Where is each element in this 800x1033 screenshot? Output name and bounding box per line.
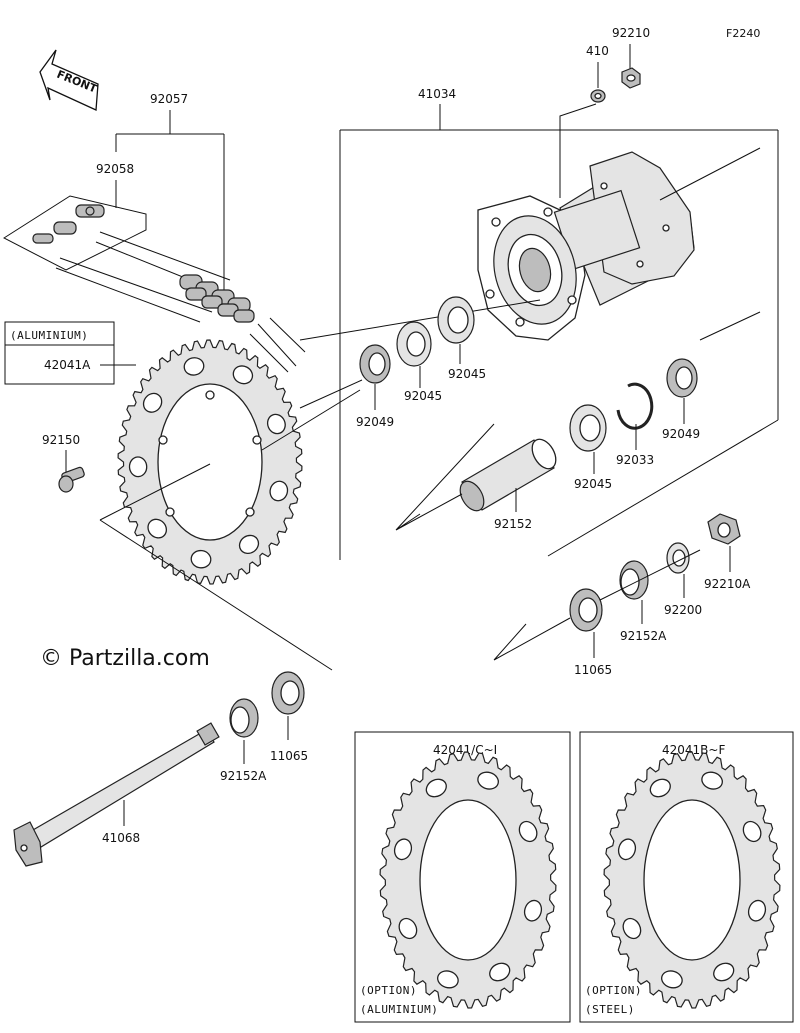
lightening-hole (622, 917, 642, 940)
rear-hub-41034 (477, 151, 695, 341)
lightening-hole (518, 820, 538, 843)
lightening-hole (190, 549, 212, 569)
part-label-92057: 92057 (150, 92, 188, 106)
lightening-hole (713, 962, 735, 982)
lightening-hole (398, 917, 418, 940)
lightening-hole (183, 357, 205, 376)
lightening-hole (437, 970, 459, 989)
front-arrow-icon: FRONT (39, 49, 99, 111)
lightening-hole (617, 838, 637, 861)
circlip-92033 (616, 382, 654, 430)
option-box-steel: 42041B~F (OPTION) (STEEL) (579, 731, 794, 1023)
lightening-hole (232, 365, 254, 385)
chain-link-parts (32, 204, 105, 244)
part-label-92210: 92210 (612, 26, 650, 40)
part-label-92058: 92058 (96, 162, 134, 176)
lightening-hole (142, 392, 163, 413)
part-label-92150: 92150 (42, 433, 80, 447)
part-label-92033: 92033 (616, 453, 654, 467)
part-label-92049-right: 92049 (662, 427, 700, 441)
option-label-steel: (OPTION) (585, 984, 642, 997)
spacer-92152 (459, 438, 557, 512)
lightening-hole (477, 771, 499, 790)
aluminium-tag: (ALUMINIUM) (10, 329, 88, 342)
part-label-410: 410 (586, 44, 609, 58)
lightening-hole (649, 778, 671, 798)
part-label-41034: 41034 (418, 87, 456, 101)
part-label-42041A: 42041A (44, 358, 91, 372)
chain-section (179, 274, 255, 323)
lightening-hole (747, 899, 767, 922)
diagram-code: F2240 (726, 27, 760, 40)
part-label-92049-left: 92049 (356, 415, 394, 429)
lightening-hole (266, 413, 286, 435)
lightening-hole (238, 534, 260, 555)
lightening-hole (489, 962, 511, 982)
lightening-hole (701, 771, 723, 790)
part-label-11065-right: 11065 (574, 663, 612, 677)
partzilla-watermark: © Partzilla.com (40, 646, 210, 671)
axle-41068 (13, 722, 220, 867)
material-label-steel: (STEEL) (585, 1003, 635, 1016)
part-label-92210A: 92210A (704, 577, 751, 591)
part-label-92152: 92152 (494, 517, 532, 531)
lightening-hole (661, 970, 683, 989)
lightening-hole (393, 838, 413, 861)
part-label-92152A-right: 92152A (620, 629, 667, 643)
bolt-92150 (58, 466, 85, 493)
option-box-aluminium: 42041/C~I (OPTION) (ALUMINIUM) (354, 731, 571, 1023)
lightening-hole (128, 456, 148, 478)
part-label-92045-mid: 92045 (448, 367, 486, 381)
part-label-92200: 92200 (664, 603, 702, 617)
lightening-hole (523, 899, 543, 922)
aluminium-callout-box: (ALUMINIUM) 42041A (4, 321, 136, 385)
chain-callouts: 92057 92058 (2, 92, 231, 323)
lightening-hole (742, 820, 762, 843)
lightening-hole (147, 518, 168, 539)
part-label-41068: 41068 (102, 831, 140, 845)
option-label-aluminium: (OPTION) (360, 984, 417, 997)
part-label-92045-right: 92045 (574, 477, 612, 491)
sprocket-42041A (117, 339, 303, 585)
part-label-92152A-left: 92152A (220, 769, 267, 783)
lightening-hole (425, 778, 447, 798)
part-label-11065-left: 11065 (270, 749, 308, 763)
material-label-aluminium: (ALUMINIUM) (360, 1003, 438, 1016)
part-label-92045-left: 92045 (404, 389, 442, 403)
lightening-hole (269, 480, 289, 502)
